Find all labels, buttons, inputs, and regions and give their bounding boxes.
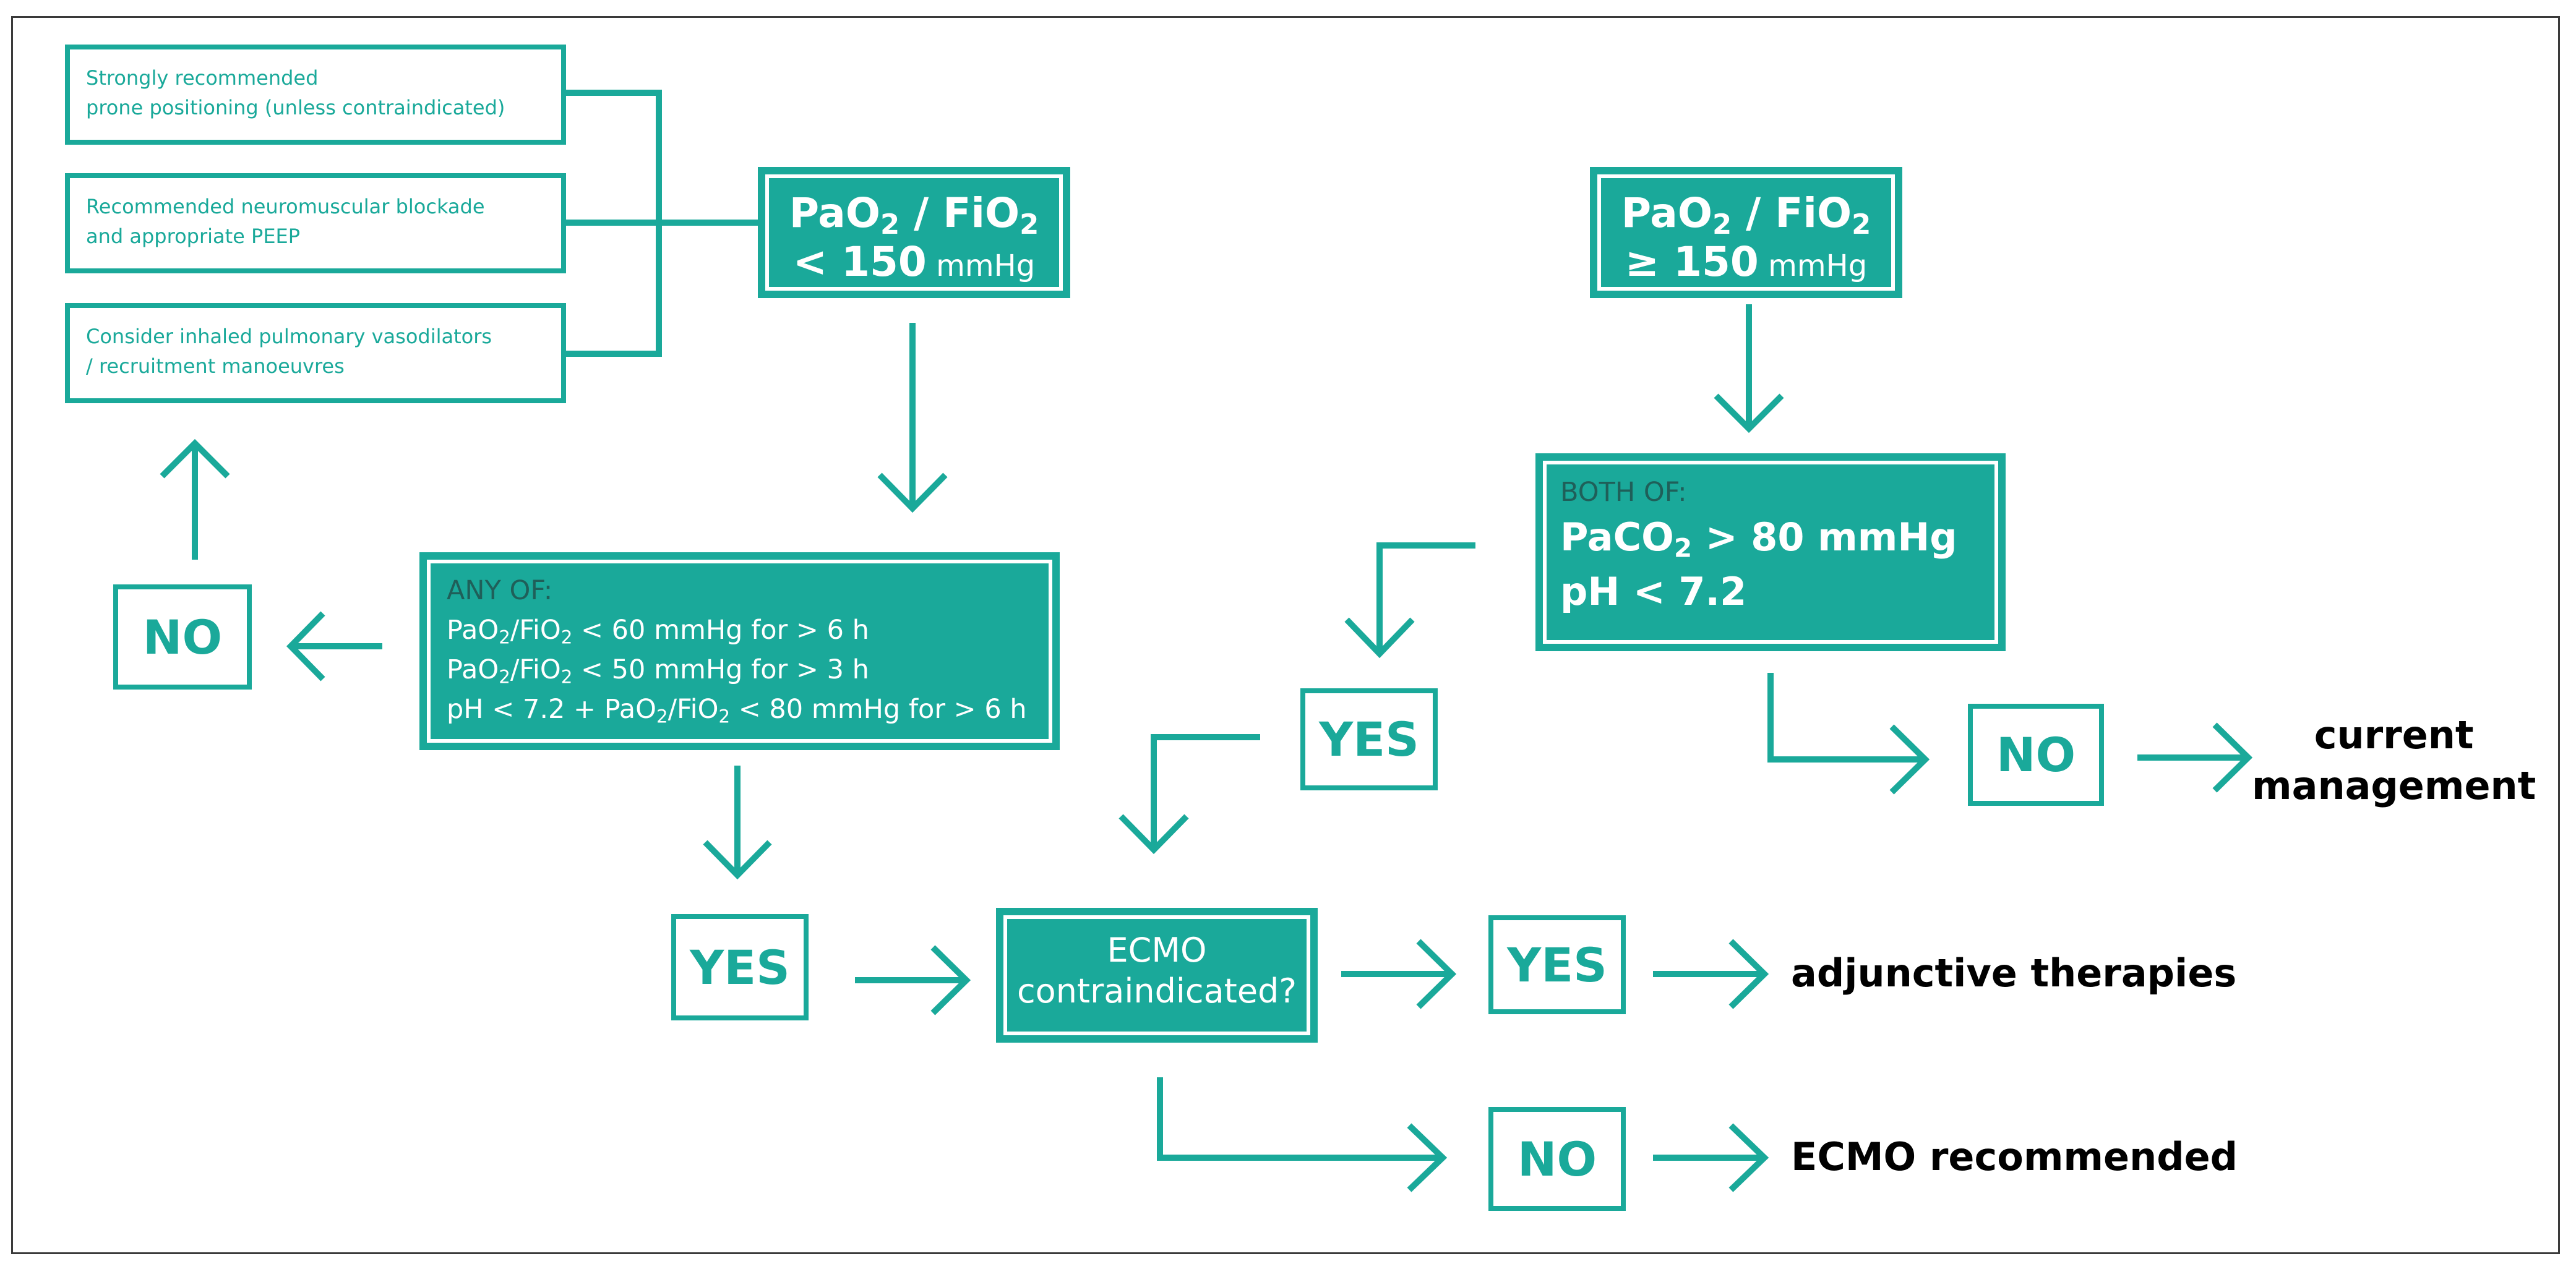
answer-no-ecmo: NO xyxy=(1488,1107,1626,1211)
both-of-heading: BOTH OF: xyxy=(1560,477,1687,508)
criterion-2: PaO2/FiO2 < 50 mmHg for > 3 h xyxy=(447,654,869,688)
both-of-criteria-box: BOTH OF: PaCO2 > 80 mmHg pH < 7.2 xyxy=(1535,453,2006,651)
action-neuromuscular-blockade: Recommended neuromuscular blockade and a… xyxy=(65,173,566,273)
arrowhead-yes-to-ecmo xyxy=(930,945,971,1015)
outcome-adjunctive-therapies: adjunctive therapies xyxy=(1791,951,2237,996)
criterion-3: pH < 7.2 + PaO2/FiO2 < 80 mmHg for > 6 h xyxy=(447,694,1027,727)
arrow-ecmo-to-no xyxy=(1157,1077,1441,1161)
action-text-line: Strongly recommended xyxy=(86,66,319,90)
diagram-frame xyxy=(11,16,2560,1254)
answer-no-right: NO xyxy=(1968,704,2104,806)
arrowhead-yes-to-adjunctive xyxy=(1728,939,1769,1009)
outcome-ecmo-recommended: ECMO recommended xyxy=(1791,1134,2238,1179)
arrowhead-ratio-to-bothof xyxy=(1714,393,1784,434)
arrowhead-no-to-current xyxy=(2212,722,2253,793)
ecmo-contraindicated-question: ECMO contraindicated? xyxy=(996,908,1318,1043)
arrowhead-anyof-to-no xyxy=(286,611,325,682)
action-vasodilators: Consider inhaled pulmonary vasodilators … xyxy=(65,303,566,403)
action-text-line: / recruitment manoeuvres xyxy=(86,354,345,378)
ecmo-question-line2: contraindicated? xyxy=(1016,972,1297,1011)
arrowhead-bothof-to-no xyxy=(1889,724,1930,795)
answer-no-left: NO xyxy=(113,584,252,690)
answer-yes-right: YES xyxy=(1488,915,1626,1014)
answer-yes-mid: YES xyxy=(1300,688,1438,790)
arrowhead-anyof-to-yes xyxy=(703,840,772,880)
answer-yes-low: YES xyxy=(671,914,809,1020)
criterion-1: PaO2/FiO2 < 60 mmHg for > 6 h xyxy=(447,615,869,648)
arrow-yesmid-to-ecmo xyxy=(1151,734,1260,848)
ratio-high-box: PaO2 / FiO2 ≥ 150 mmHg xyxy=(1590,167,1902,298)
ratio-high-label: PaO2 / FiO2 xyxy=(1621,189,1871,241)
action-text-line: prone positioning (unless contraindicate… xyxy=(86,96,505,119)
ratio-low-threshold: < 150 mmHg xyxy=(792,238,1036,286)
arrowhead-no-to-ecmo-recommended xyxy=(1728,1123,1769,1192)
any-of-criteria-box: ANY OF: PaO2/FiO2 < 60 mmHg for > 6 h Pa… xyxy=(419,552,1060,750)
action-text-line: Consider inhaled pulmonary vasodilators xyxy=(86,325,492,348)
both-criterion-2: pH < 7.2 xyxy=(1560,569,1747,614)
ratio-low-box: PaO2 / FiO2 < 150 mmHg xyxy=(758,167,1070,298)
arrow-bothof-to-yes xyxy=(1376,542,1475,652)
ratio-high-threshold: ≥ 150 mmHg xyxy=(1625,238,1868,286)
arrowhead-no-to-actions xyxy=(160,438,230,479)
ecmo-question-line1: ECMO xyxy=(1107,931,1207,970)
arrowhead-ecmo-to-yes xyxy=(1416,939,1457,1009)
arrow-bothof-to-no xyxy=(1767,673,1924,763)
arrowhead-bothof-to-yes xyxy=(1344,617,1415,659)
action-prone-positioning: Strongly recommended prone positioning (… xyxy=(65,45,566,145)
action-text-line: Recommended neuromuscular blockade xyxy=(86,195,485,218)
arrowhead-yesmid-to-ecmo xyxy=(1118,814,1189,855)
ratio-low-label: PaO2 / FiO2 xyxy=(789,189,1039,241)
any-of-heading: ANY OF: xyxy=(447,575,553,606)
outcome-current-management: current management xyxy=(2252,712,2536,808)
arrowhead-ecmo-to-no xyxy=(1407,1123,1448,1192)
arrowhead-ratio-to-anyof xyxy=(877,472,948,513)
both-criterion-1: PaCO2 > 80 mmHg xyxy=(1560,515,1957,563)
action-text-line: and appropriate PEEP xyxy=(86,224,301,248)
